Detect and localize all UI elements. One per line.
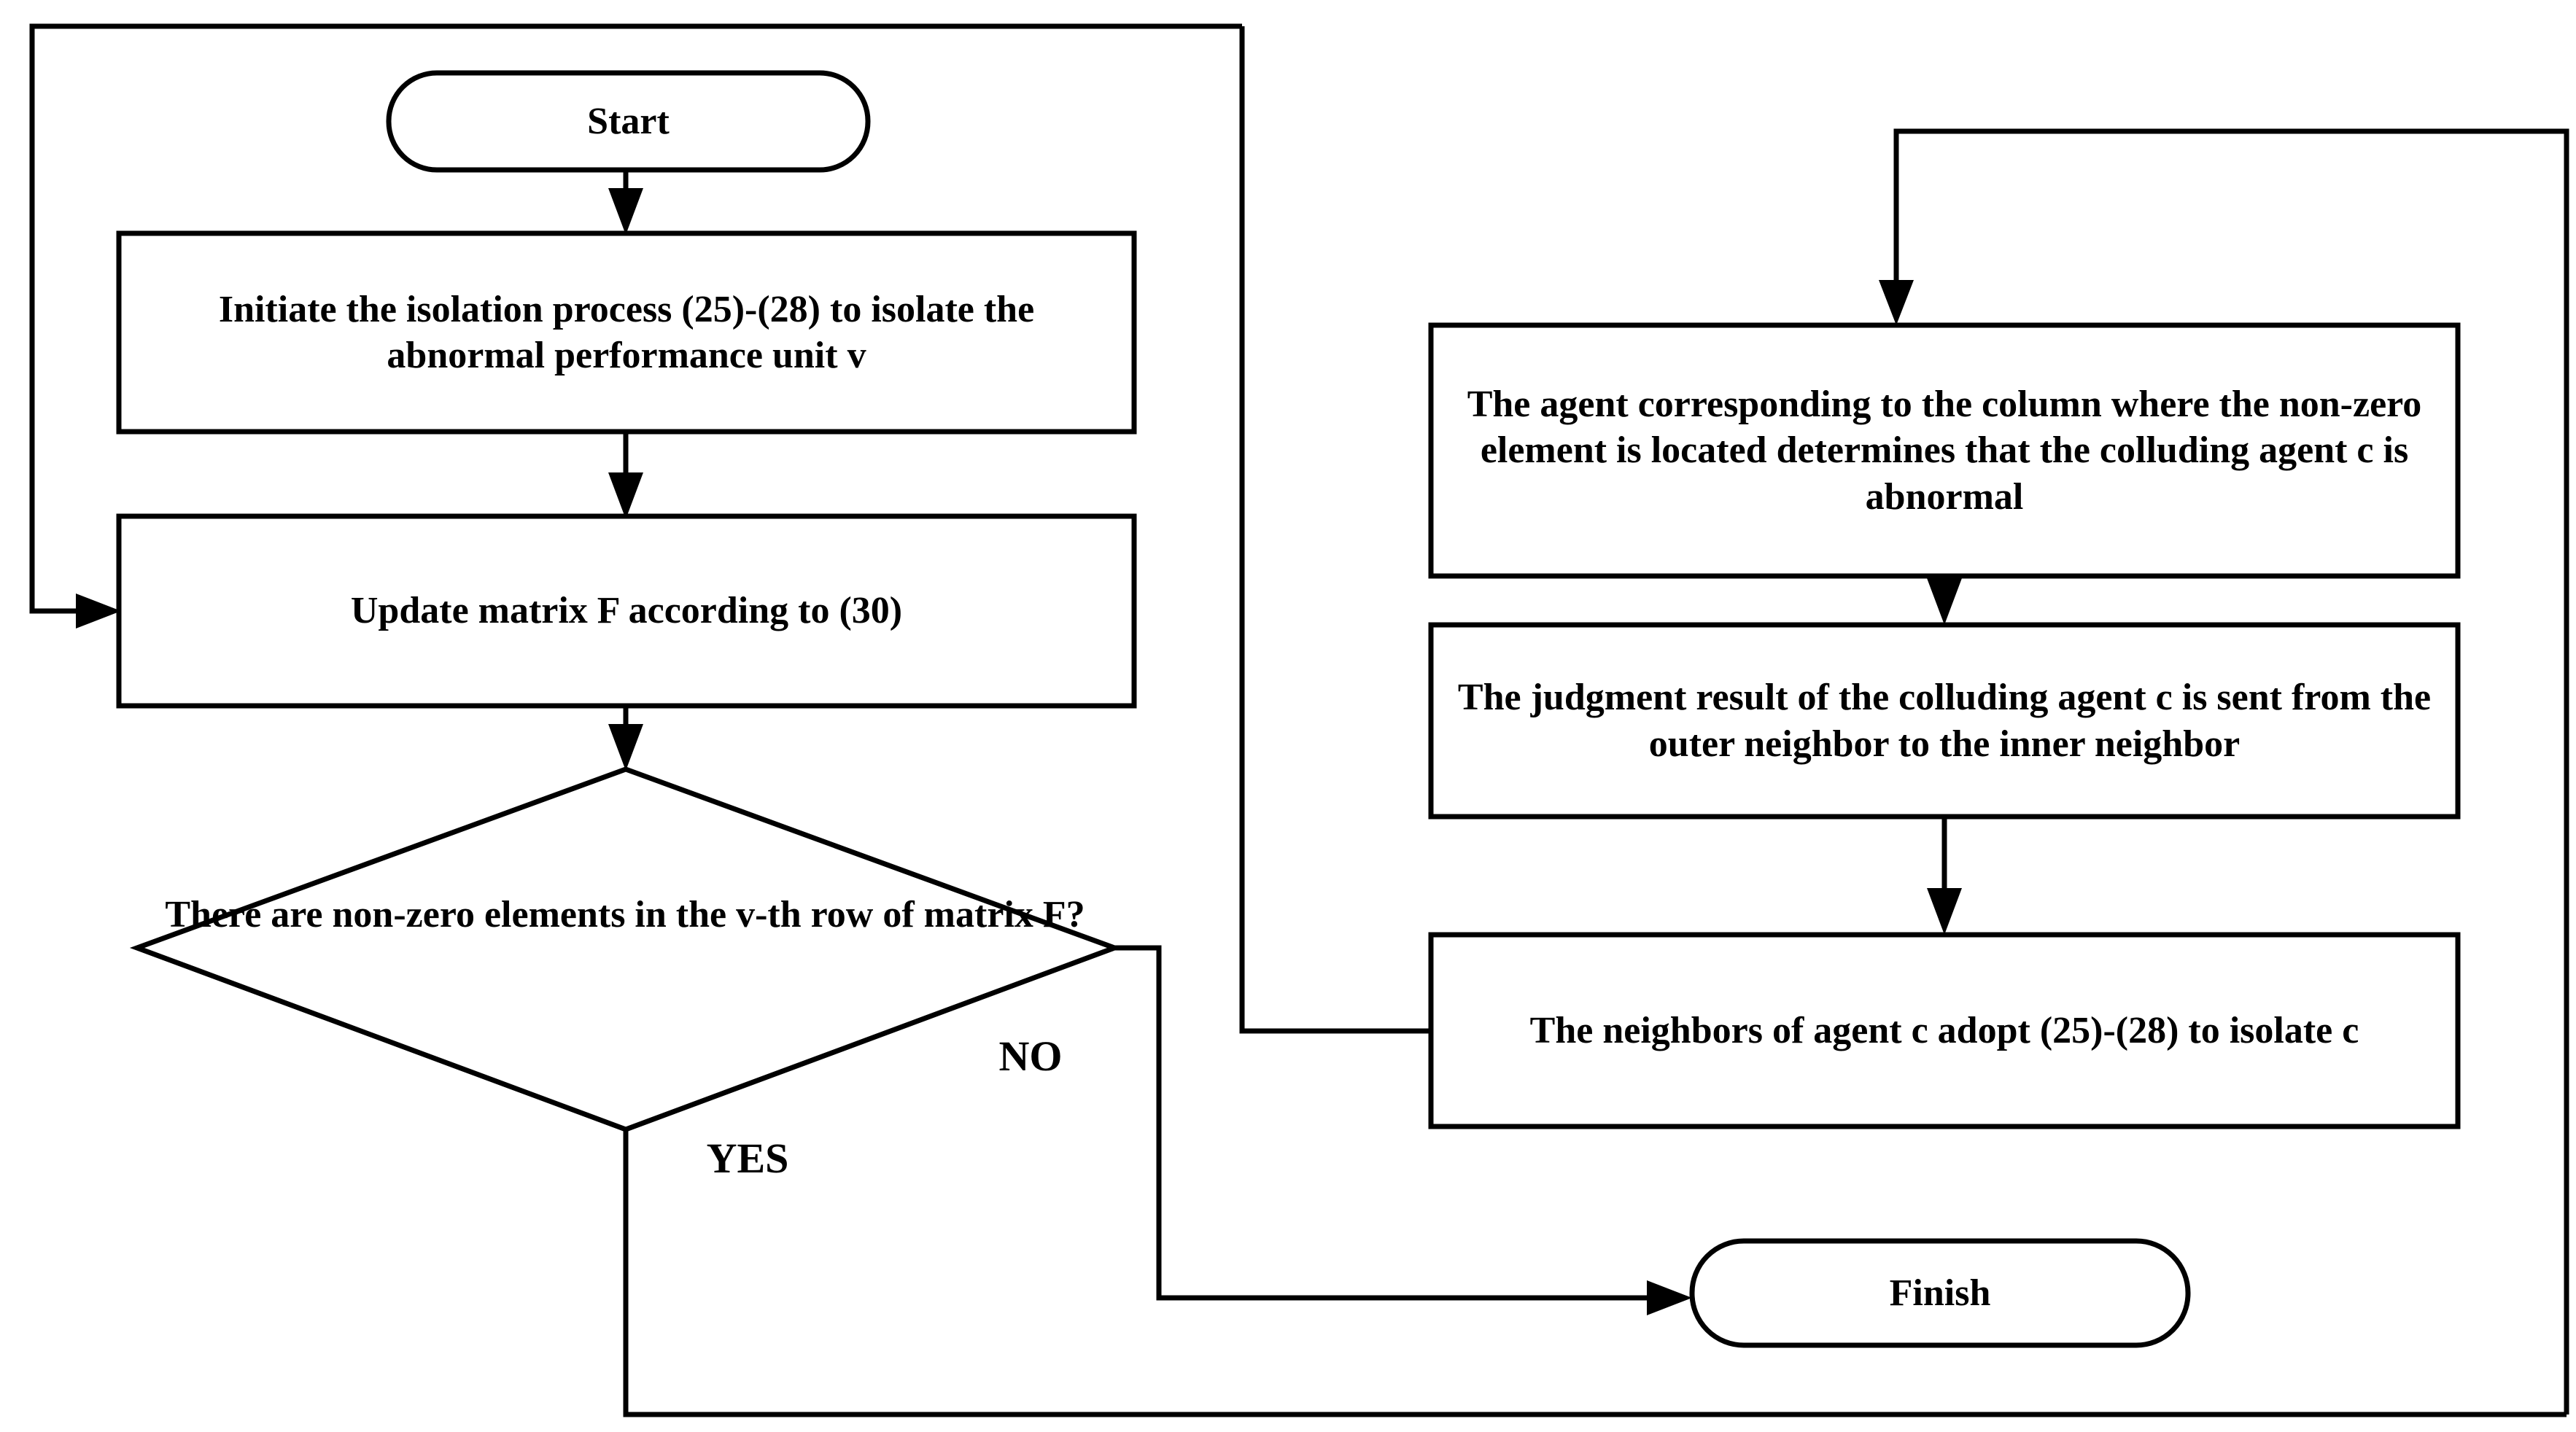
edge-decision-yes <box>623 1129 2567 1417</box>
node-start-shape <box>386 70 871 173</box>
node-send-judgment-shape <box>1428 622 2461 820</box>
node-neighbors-isolate-shape <box>1428 932 2461 1129</box>
node-update-matrix-shape <box>116 513 1137 709</box>
node-initiate-isolation-shape <box>116 230 1137 435</box>
edge-update-to-decision <box>608 706 643 771</box>
edge-right-rail-to-determine <box>1879 128 2569 1415</box>
edge-rail-to-neighbors-isolate <box>1239 26 1431 1034</box>
node-determine-colluding-shape <box>1428 322 2461 579</box>
node-decision-shape <box>129 766 1122 1132</box>
edge-send-to-neighbors <box>1927 817 1962 935</box>
edge-initiate-to-update <box>608 432 643 519</box>
edge-loop-back-to-update <box>29 23 1242 629</box>
edge-start-to-initiate <box>608 170 643 235</box>
node-finish-shape <box>1689 1238 2191 1348</box>
edge-determine-to-send <box>1927 576 1962 625</box>
edge-decision-no <box>1115 945 1692 1315</box>
